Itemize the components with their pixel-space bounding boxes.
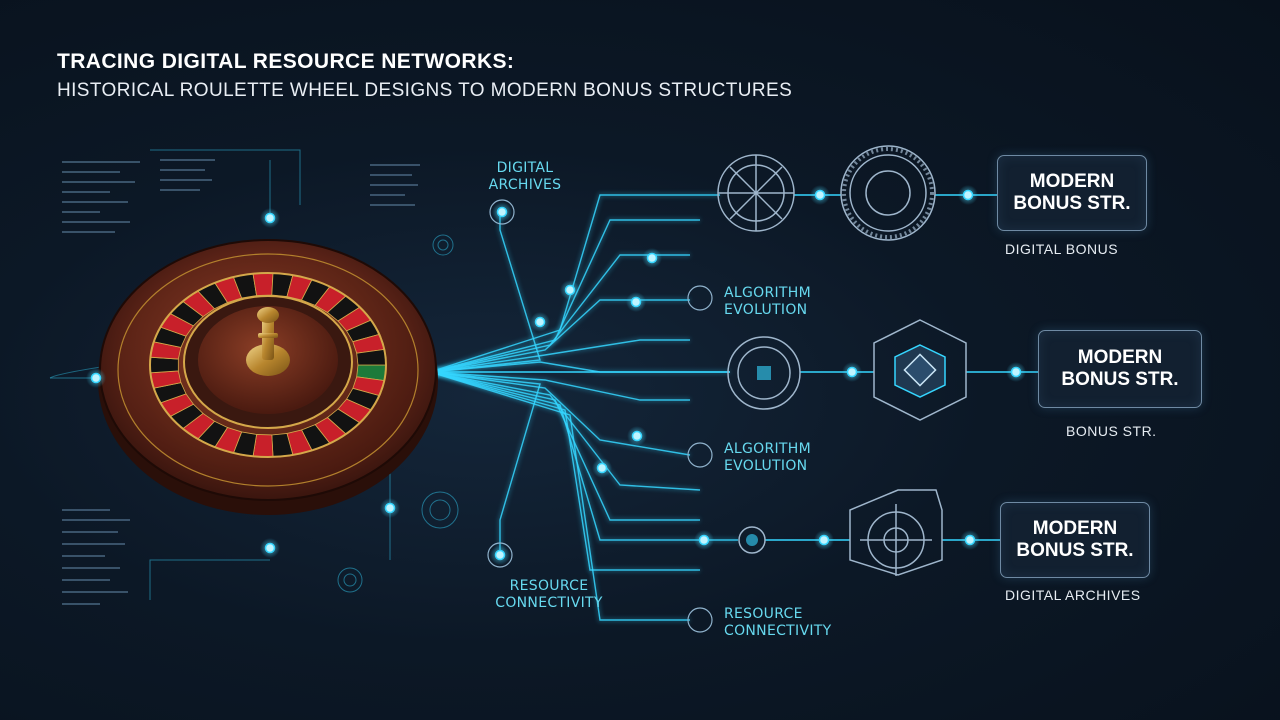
circuit-node-icon <box>698 534 710 546</box>
circuit-node-icon <box>646 252 658 264</box>
circuit-trace <box>429 194 720 373</box>
roulette-gauge-icon <box>840 145 936 241</box>
page-subtitle: HISTORICAL ROULETTE WHEEL DESIGNS TO MOD… <box>57 80 793 101</box>
circuit-node-icon <box>1010 366 1022 378</box>
network-nodes <box>86 185 1026 633</box>
circuit-node-icon <box>630 296 642 308</box>
roulette-wheel-icon <box>98 239 438 515</box>
circuit-node-icon <box>264 212 276 224</box>
circuit-node-icon <box>384 502 396 514</box>
label-resource-connectivity-2: RESOURCE CONNECTIVITY <box>724 606 832 639</box>
circuit-trace <box>429 339 690 373</box>
output-caption-3: DIGITAL ARCHIVES <box>1005 587 1141 603</box>
ring-node-icon <box>487 542 513 568</box>
circuit-trace <box>429 371 690 621</box>
circuit-node-icon <box>494 549 506 561</box>
label-resource-connectivity-1: RESOURCE CONNECTIVITY <box>495 578 603 611</box>
ring-node-icon <box>687 285 713 311</box>
circuit-trace <box>429 371 701 491</box>
output-caption-2: BONUS STR. <box>1066 423 1157 439</box>
label-algorithm-evolution-1: ALGORITHM EVOLUTION <box>724 285 811 318</box>
circuit-trace <box>429 371 541 555</box>
label-algorithm-evolution-2: ALGORITHM EVOLUTION <box>724 441 811 474</box>
circuit-node-icon <box>962 189 974 201</box>
circuit-node-icon <box>964 534 976 546</box>
circuit-node-icon <box>846 366 858 378</box>
crosshair-hexagon-icon <box>738 319 967 576</box>
ring-node-icon <box>687 442 713 468</box>
wheel-pocket <box>150 356 179 374</box>
circuit-node-icon <box>631 430 643 442</box>
circuit-node-icon <box>814 189 826 201</box>
circuit-node-icon <box>534 316 546 328</box>
circuit-node-icon <box>564 284 576 296</box>
circuit-node-icon <box>264 542 276 554</box>
circuit-node-icon <box>496 206 508 218</box>
label-digital-archives: DIGITAL ARCHIVES <box>488 160 562 193</box>
circuit-node-icon <box>596 462 608 474</box>
circuit-node-icon <box>90 372 102 384</box>
ring-node-icon <box>687 607 713 633</box>
circuit-trace <box>429 371 690 401</box>
ring-node-icon <box>489 199 515 225</box>
page-title: TRACING DIGITAL RESOURCE NETWORKS: <box>57 50 515 73</box>
circuit-node-icon <box>818 534 830 546</box>
output-caption-1: DIGITAL BONUS <box>1005 241 1119 257</box>
circuit-trace <box>429 371 700 521</box>
target-icon <box>717 154 801 410</box>
hud-left-decoration <box>62 159 420 605</box>
wheel-pocket <box>252 272 274 296</box>
